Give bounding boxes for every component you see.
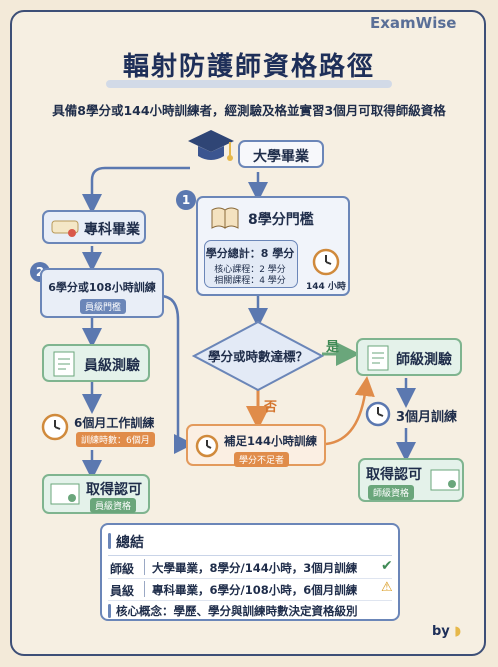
credits-detail-box: 學分總計：8 學分 核心課程：2 學分 相關課程：4 學分 bbox=[204, 240, 298, 288]
summary-row-senior-level: 師級 bbox=[110, 562, 135, 576]
senior-cert-node: 取得認可 師級資格 bbox=[358, 458, 464, 502]
arrow-supplement-to-exam bbox=[325, 376, 375, 446]
core-courses: 核心課程：2 學分 bbox=[214, 265, 286, 275]
clock-icon bbox=[312, 248, 340, 276]
book-icon bbox=[211, 207, 239, 229]
junior-threshold-tag: 員級門檻 bbox=[80, 299, 127, 314]
title-highlight bbox=[106, 80, 392, 88]
warning-icon: ⚠ bbox=[381, 580, 393, 595]
arrow-to-junior-college bbox=[82, 166, 190, 214]
summary-box: 總結 師級 大學畢業，8學分/144小時，3個月訓練 ✔ 員級 專科畢業，6學分… bbox=[100, 523, 400, 621]
junior-college-node: 專科畢業 bbox=[42, 210, 146, 244]
summary-row-senior-text: 大學畢業，8學分/144小時，3個月訓練 bbox=[152, 561, 358, 575]
banana-icon: ◗ bbox=[454, 624, 462, 639]
work-training-label: 6個月工作訓練 bbox=[74, 416, 155, 430]
no-label: 否 bbox=[264, 400, 278, 415]
junior-cert-node: 取得認可 員級資格 bbox=[42, 474, 150, 514]
training-3m-label: 3個月訓練 bbox=[396, 410, 458, 425]
divider bbox=[108, 578, 392, 579]
diploma-scroll-icon bbox=[51, 220, 79, 237]
related-courses: 相關課程：4 學分 bbox=[214, 276, 286, 286]
supplement-tag: 學分不足者 bbox=[234, 452, 290, 467]
clock-icon bbox=[365, 401, 391, 427]
junior-exam-node: 員級測驗 bbox=[42, 344, 150, 382]
yes-label: 是 bbox=[326, 340, 340, 355]
decision-label: 學分或時數達標？ bbox=[207, 349, 308, 364]
certificate-icon bbox=[430, 469, 460, 491]
footer-by: by ◗ bbox=[432, 624, 461, 639]
junior-cert-tag: 員級資格 bbox=[90, 498, 137, 513]
divider bbox=[144, 581, 145, 597]
supplement-node: 補足144小時訓練 學分不足者 bbox=[186, 424, 326, 467]
certificate-icon bbox=[50, 483, 80, 505]
divider bbox=[108, 555, 392, 556]
work-training-tag: 訓練時數：6個月 bbox=[76, 432, 155, 447]
clock-icon bbox=[41, 413, 69, 441]
credits-threshold-label: 8學分門檻 bbox=[248, 212, 314, 228]
footer-by-text: by bbox=[432, 624, 450, 639]
graduation-cap-icon bbox=[188, 130, 234, 161]
hours-144-label: 144 小時 bbox=[306, 282, 346, 292]
check-icon: ✔ bbox=[381, 558, 393, 574]
junior-cert-label: 取得認可 bbox=[86, 482, 142, 498]
summary-row-junior-level: 員級 bbox=[110, 584, 135, 598]
decision-diamond bbox=[192, 320, 324, 392]
senior-cert-label: 取得認可 bbox=[366, 467, 422, 483]
university-label: 大學畢業 bbox=[253, 149, 309, 165]
credits-total: 學分總計：8 學分 bbox=[205, 247, 295, 260]
summary-heading-bar bbox=[108, 533, 111, 549]
brand-logo: ExamWise bbox=[370, 14, 457, 32]
exam-paper-icon bbox=[367, 345, 389, 371]
summary-core-concept: 核心概念：學歷、學分與訓練時數決定資格級別 bbox=[116, 604, 358, 618]
supplement-label: 補足144小時訓練 bbox=[224, 434, 318, 448]
exam-paper-icon bbox=[53, 351, 75, 377]
page-subtitle: 具備8學分或144小時訓練者，經測驗及格並實習3個月可取得師級資格 bbox=[52, 103, 446, 118]
junior-threshold-node: 6學分或108小時訓練 員級門檻 bbox=[40, 268, 164, 318]
credits-threshold-node: 8學分門檻 學分總計：8 學分 核心課程：2 學分 相關課程：4 學分 144 … bbox=[196, 196, 350, 296]
summary-heading: 總結 bbox=[116, 535, 144, 551]
arrow-to-supplement bbox=[159, 294, 194, 454]
junior-exam-label: 員級測驗 bbox=[84, 358, 140, 374]
divider bbox=[144, 559, 145, 575]
summary-core-bar bbox=[108, 604, 111, 618]
senior-exam-node: 師級測驗 bbox=[356, 338, 462, 376]
step-1-badge: 1 bbox=[176, 190, 196, 210]
page-title: 輻射防護師資格路徑 bbox=[122, 52, 375, 82]
junior-college-label: 專科畢業 bbox=[84, 222, 140, 238]
senior-cert-tag: 師級資格 bbox=[368, 485, 415, 500]
junior-threshold-label: 6學分或108小時訓練 bbox=[48, 281, 156, 294]
divider bbox=[108, 600, 392, 601]
summary-row-junior-text: 專科畢業，6學分/108小時，6個月訓練 bbox=[152, 583, 358, 597]
university-node: 大學畢業 bbox=[238, 140, 324, 168]
senior-exam-label: 師級測驗 bbox=[396, 352, 452, 368]
clock-icon bbox=[195, 434, 219, 458]
